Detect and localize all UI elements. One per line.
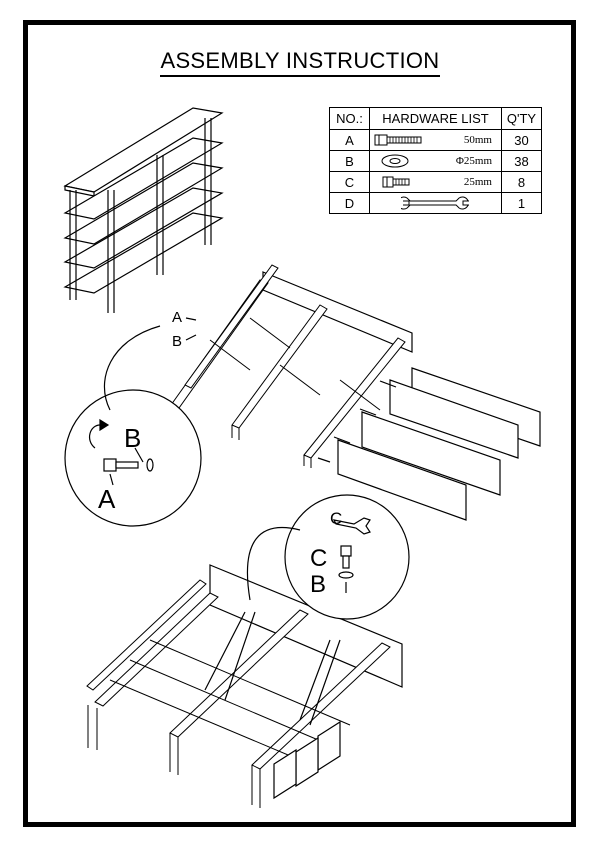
- row-qty: 1: [501, 192, 542, 214]
- row-qty: 30: [501, 129, 542, 151]
- wrench-icon: [400, 196, 469, 210]
- detail1-label-b: B: [124, 423, 141, 453]
- step1-label-a: A: [172, 309, 182, 326]
- detail2-label-c-bolt: C: [310, 545, 327, 572]
- step2-illustration: [86, 494, 410, 808]
- header-qty: Q'TY: [501, 107, 542, 130]
- long-bolt-icon: [374, 134, 422, 146]
- detail2-label-c-tool: C: [330, 509, 342, 528]
- step1-illustration: [64, 264, 541, 527]
- detail2-label-b: B: [310, 571, 326, 598]
- detail1-label-a: A: [98, 484, 116, 514]
- table-row: D 1: [329, 192, 542, 214]
- table-row: A 50mm 30: [329, 129, 542, 151]
- row-hardware: 50mm: [369, 129, 502, 151]
- assembled-shelf-illustration: [63, 107, 224, 313]
- hardware-table: NO.: HARDWARE LIST Q'TY A: [329, 107, 542, 214]
- row-spec: Φ25mm: [455, 155, 492, 167]
- page-frame: [23, 20, 576, 827]
- row-spec: 25mm: [463, 176, 492, 188]
- short-bolt-icon: [382, 176, 410, 188]
- page-title: ASSEMBLY INSTRUCTION: [0, 48, 600, 77]
- row-spec: 50mm: [463, 134, 492, 146]
- step1-label-b: B: [172, 333, 182, 350]
- washer-icon: [381, 154, 409, 168]
